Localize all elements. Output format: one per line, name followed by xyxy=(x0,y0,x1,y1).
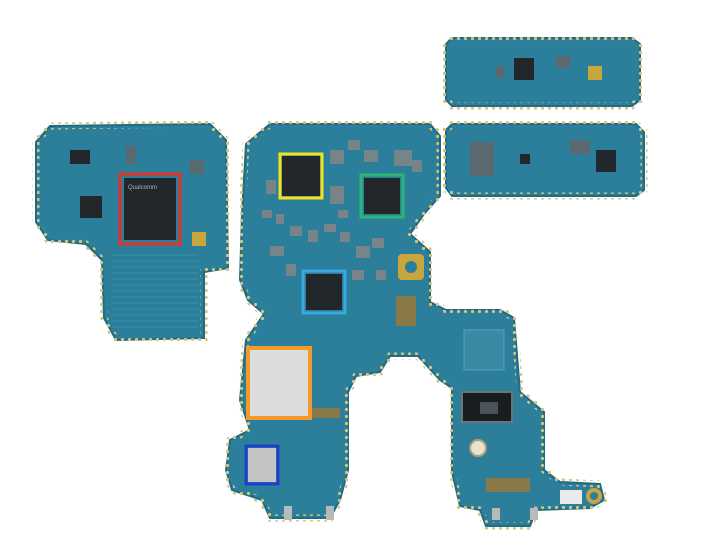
highlight-green xyxy=(359,173,405,219)
board-connector xyxy=(396,296,416,326)
modem-chip: Qualcomm xyxy=(124,178,176,240)
highlight-orange xyxy=(246,346,312,420)
green-chip xyxy=(364,178,400,214)
main-board xyxy=(222,120,609,530)
highlight-dark-blue xyxy=(244,444,280,486)
dark-blue-chip xyxy=(248,448,276,482)
yellow-chip xyxy=(282,156,320,196)
flash-led xyxy=(469,439,487,457)
qualcomm-label: Qualcomm xyxy=(128,185,157,191)
highlight-red xyxy=(118,172,182,246)
right-middle-board xyxy=(442,120,648,200)
component-field xyxy=(262,140,422,280)
top-right-board xyxy=(442,34,644,110)
highlight-light-blue xyxy=(301,269,347,315)
orange-chip xyxy=(250,350,308,416)
highlight-yellow xyxy=(278,152,324,200)
light-blue-chip xyxy=(306,274,342,310)
